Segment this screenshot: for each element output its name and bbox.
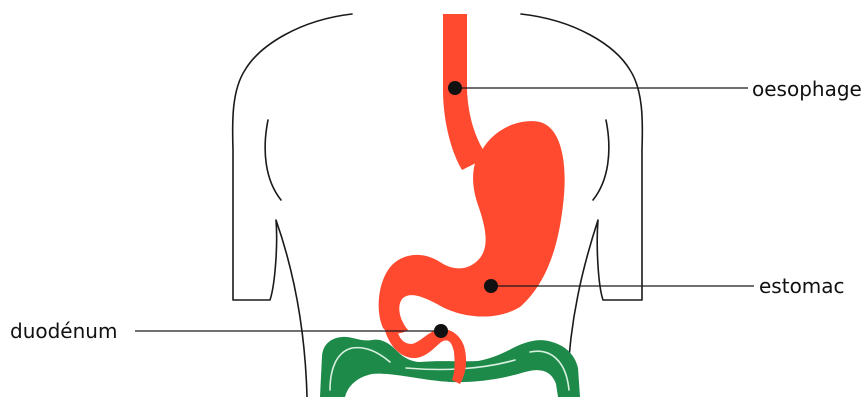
colon-shape <box>320 337 580 397</box>
right-armpit-line <box>593 120 609 200</box>
label-duodenum: duodénum <box>10 319 117 343</box>
marker-oesophage <box>448 81 462 95</box>
left-armpit-line <box>265 120 281 200</box>
label-oesophage: oesophage <box>752 77 862 101</box>
label-estomac: estomac <box>759 274 845 298</box>
digestive-organ <box>379 14 565 384</box>
marker-duodenum <box>434 324 448 338</box>
marker-estomac <box>484 279 498 293</box>
